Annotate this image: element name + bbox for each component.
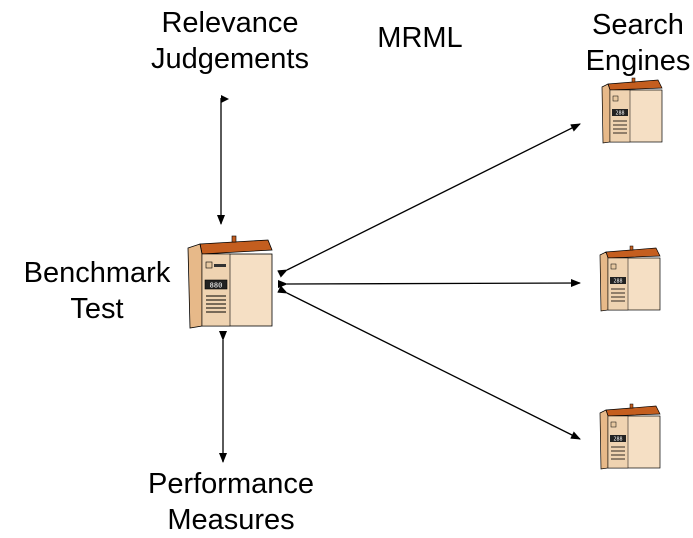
- search-engine-display-3: 288: [613, 437, 622, 443]
- performance-measures-label: Performance Measures: [147, 468, 314, 536]
- search-engine-server-icon-3: 288: [599, 403, 661, 470]
- benchmark-server-icon: 880: [187, 235, 273, 329]
- benchmark-server-display: 880: [210, 282, 223, 290]
- engine-bottom-arrow: [277, 285, 581, 440]
- search-engine-display-2: 288: [613, 279, 622, 285]
- relevance-judgements-label: Relevance Judgements: [151, 7, 309, 75]
- relevance-arrow-flag: [221, 95, 229, 103]
- search-engines-label: Search Engines: [585, 9, 691, 77]
- engine-top-arrow: [277, 123, 581, 278]
- search-engine-server-icon-1: 288: [601, 77, 663, 144]
- benchmark-test-label: Benchmark Test: [23, 257, 171, 325]
- search-engine-server-icon-2: 288: [599, 245, 661, 312]
- search-engine-display-1: 288: [615, 111, 624, 117]
- mrml-label: MRML: [377, 22, 463, 54]
- engine-middle-arrow: [277, 279, 581, 289]
